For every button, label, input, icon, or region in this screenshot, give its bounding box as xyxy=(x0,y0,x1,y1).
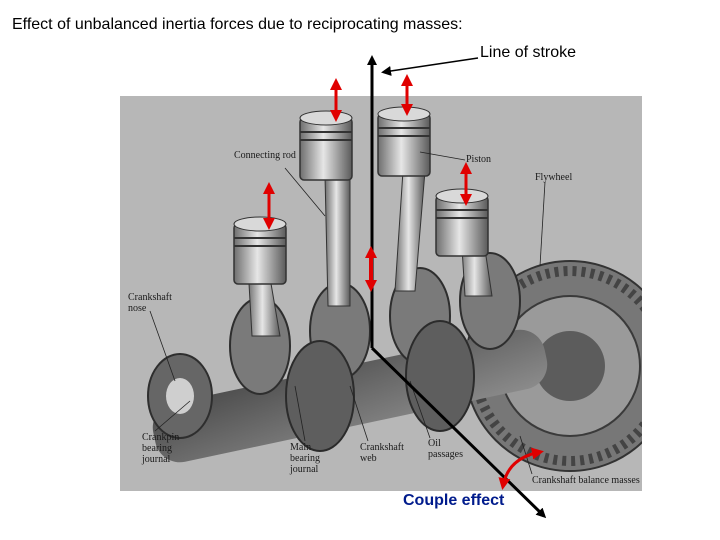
pistons xyxy=(233,106,489,285)
engine-photo: Connecting rod Piston Flywheel Crankshaf… xyxy=(120,96,642,491)
label-main-bearing-journal: Main bearing journal xyxy=(290,442,320,475)
engine-illustration xyxy=(120,96,642,491)
couple-effect-label: Couple effect xyxy=(403,492,505,509)
piston-4 xyxy=(435,188,489,257)
label-crankpin-journal: Crankpin bearing journal xyxy=(142,432,180,465)
stroke-pointer-arrow xyxy=(381,57,479,76)
label-connecting-rod: Connecting rod xyxy=(234,150,296,161)
label-piston: Piston xyxy=(466,154,492,165)
label-crankshaft-web: Crankshaft web xyxy=(360,442,404,464)
label-oil-passages: Oil passages xyxy=(428,438,463,460)
piston-3 xyxy=(377,106,431,177)
label-crankshaft-nose: Crankshaft nose xyxy=(128,292,172,314)
piston-1 xyxy=(233,216,287,285)
label-flywheel: Flywheel xyxy=(535,172,573,183)
piston-2 xyxy=(299,110,353,181)
line-of-stroke-label: Line of stroke xyxy=(480,44,577,61)
label-balance-masses: Crankshaft balance masses xyxy=(532,475,640,486)
slide-title: Effect of unbalanced inertia forces due … xyxy=(12,16,463,33)
